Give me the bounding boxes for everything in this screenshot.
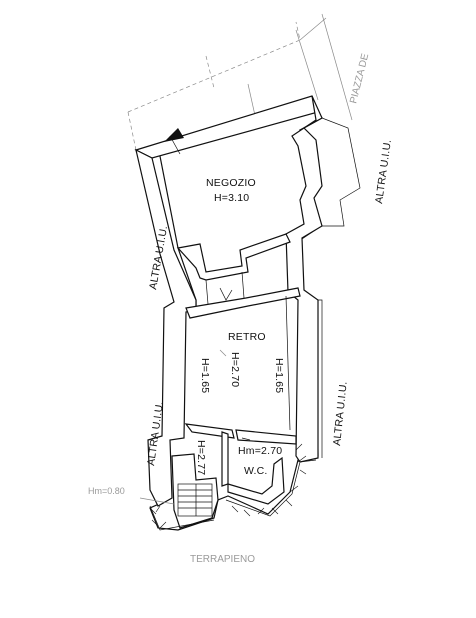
entrance-arrow-icon bbox=[164, 128, 184, 142]
altra-uiu-right-top: ALTRA U.I.U. bbox=[373, 139, 394, 205]
negozio-height: H=3.10 bbox=[214, 192, 249, 204]
terrapieno-label: TERRAPIENO bbox=[190, 554, 255, 565]
retro-height-left: H=1.65 bbox=[199, 358, 211, 393]
outer-walls bbox=[134, 95, 361, 531]
retro-height-center: H=2.70 bbox=[229, 352, 241, 387]
retro-height-right: H=1.65 bbox=[273, 358, 285, 393]
piazza-label: PIAZZA DE bbox=[348, 52, 371, 105]
door-swings bbox=[219, 287, 251, 441]
corridor-height: H=2.77 bbox=[195, 440, 207, 475]
retro-label: RETRO bbox=[228, 331, 266, 343]
terrapieno-hatch bbox=[149, 443, 317, 531]
wc-label: W.C. bbox=[244, 465, 268, 477]
altra-uiu-right-bottom: ALTRA U.I.U. bbox=[331, 381, 350, 447]
wc-height: Hm=2.70 bbox=[238, 445, 282, 457]
interior-walls bbox=[171, 233, 301, 529]
stairs bbox=[177, 483, 213, 517]
negozio-label: NEGOZIO bbox=[206, 177, 256, 189]
stair-height-label: Hm=0.80 bbox=[88, 486, 125, 496]
